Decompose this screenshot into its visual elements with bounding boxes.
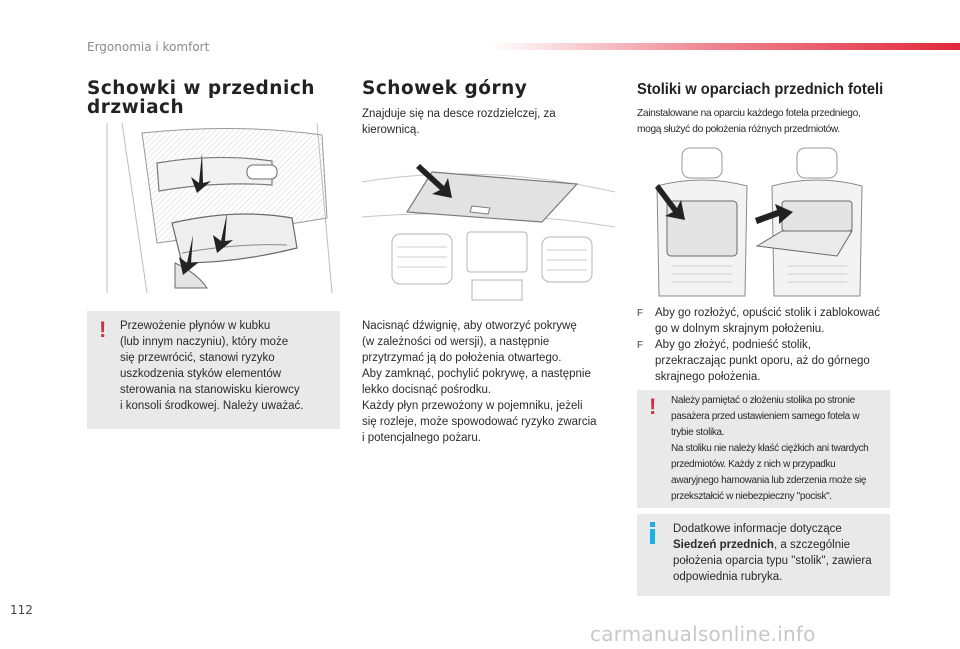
watermark: carmanualsonline.info [590, 622, 816, 646]
page-number: 112 [10, 603, 33, 617]
seatback-bullets: F Aby go rozłożyć, opuścić stolik i zabl… [637, 305, 899, 385]
seatback-warning-text: Należy pamiętać o złożeniu stolika po st… [671, 395, 869, 502]
bullet-symbol: F [637, 308, 644, 319]
bullet-symbol: F [637, 340, 644, 351]
header-accent-bar [490, 43, 960, 50]
door-warning-text: Przewożenie płynów w kubku (lub innym na… [120, 320, 304, 412]
info-icon [650, 522, 656, 544]
door-storage-illustration [87, 123, 340, 294]
door-storage-title: Schowki w przednich drzwiach [87, 78, 315, 118]
dashboard-storage-illustration [362, 152, 615, 307]
seatback-info-box: Dodatkowe informacje dotyczące Siedzeń p… [637, 514, 890, 596]
exclamation-icon: ! [649, 394, 657, 419]
seatback-tables-intro: Zainstalowane na oparciu każdego fotela … [637, 108, 861, 135]
seatback-info-text: Dodatkowe informacje dotyczące Siedzeń p… [673, 523, 872, 583]
bullet-unfold: F Aby go rozłożyć, opuścić stolik i zabl… [637, 307, 880, 335]
exclamation-icon: ! [99, 317, 107, 342]
upper-storage-title: Schowek górny [362, 78, 528, 99]
seatback-tables-title: Stoliki w oparciach przednich foteli [637, 81, 884, 98]
seatback-warning-box: ! Należy pamiętać o złożeniu stolika po … [637, 390, 890, 508]
bullet-fold: F Aby go złożyć, podnieść stolik, przekr… [637, 339, 870, 383]
upper-storage-instructions: Nacisnąć dźwignię, aby otworzyć pokrywę … [362, 320, 597, 444]
door-warning-box: ! Przewożenie płynów w kubku (lub innym … [87, 311, 340, 429]
upper-storage-intro: Znajduje się na desce rozdzielczej, za k… [362, 108, 556, 136]
seatback-table-illustration [637, 146, 890, 301]
section-header: Ergonomia i komfort [87, 40, 210, 54]
